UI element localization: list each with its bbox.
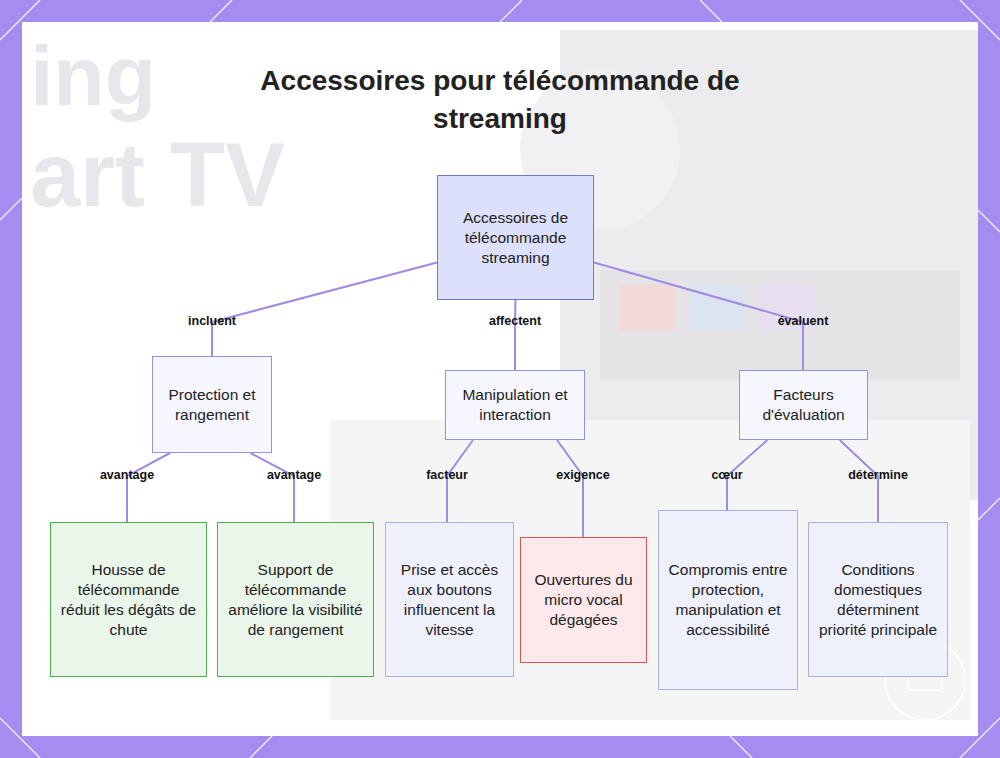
category-box: Protection et rangement — [152, 356, 272, 453]
edge-label: affectent — [489, 314, 541, 328]
node-text: Prise et accès aux boutons influencent l… — [394, 560, 505, 640]
edge-label: incluent — [188, 314, 236, 328]
connector-line — [594, 263, 803, 371]
node-text: Compromis entre protection, manipulation… — [667, 560, 789, 640]
root-box: Accessoires de télécommande streaming — [437, 175, 594, 300]
category-box: Manipulation et interaction — [445, 370, 585, 440]
edge-label: évaluent — [778, 314, 829, 328]
diagram-title: Accessoires pour télécommande de streami… — [220, 62, 780, 138]
watermark-text: ing — [30, 34, 156, 118]
connector-line — [212, 263, 437, 357]
panel — [22, 22, 978, 736]
category-box: Facteurs d'évaluation — [739, 370, 868, 440]
benefit-box: Housse de télécommande réduit les dégâts… — [50, 522, 207, 677]
connector-line — [514, 300, 517, 370]
node-text: Housse de télécommande réduit les dégâts… — [59, 560, 198, 640]
edge-label: avantage — [267, 468, 321, 482]
factor-box: Compromis entre protection, manipulation… — [658, 510, 798, 690]
node-text: Support de télécommande améliore la visi… — [226, 560, 365, 640]
connector-line — [250, 453, 294, 522]
watermark-text: art TV — [30, 130, 285, 220]
edge-label: cœur — [711, 468, 742, 482]
factor-box: Prise et accès aux boutons influencent l… — [385, 522, 514, 677]
connector-line — [557, 440, 583, 537]
edge-label: facteur — [426, 468, 468, 482]
node-text: Accessoires de télécommande streaming — [446, 208, 585, 268]
connector-line — [127, 453, 170, 522]
edge-label: détermine — [848, 468, 908, 482]
edge-label: avantage — [100, 468, 154, 482]
node-text: Conditions domestiques déterminent prior… — [817, 560, 939, 640]
node-text: Protection et rangement — [161, 385, 263, 425]
node-text: Ouvertures du micro vocal dégagées — [529, 570, 638, 630]
benefit-box: Support de télécommande améliore la visi… — [217, 522, 374, 677]
blurred-tv — [330, 30, 978, 720]
node-text: Manipulation et interaction — [454, 385, 576, 425]
factor-box: Conditions domestiques déterminent prior… — [808, 522, 948, 677]
edge-label: exigence — [556, 468, 610, 482]
node-text: Facteurs d'évaluation — [748, 385, 859, 425]
requirement-box: Ouvertures du micro vocal dégagées — [520, 537, 647, 663]
